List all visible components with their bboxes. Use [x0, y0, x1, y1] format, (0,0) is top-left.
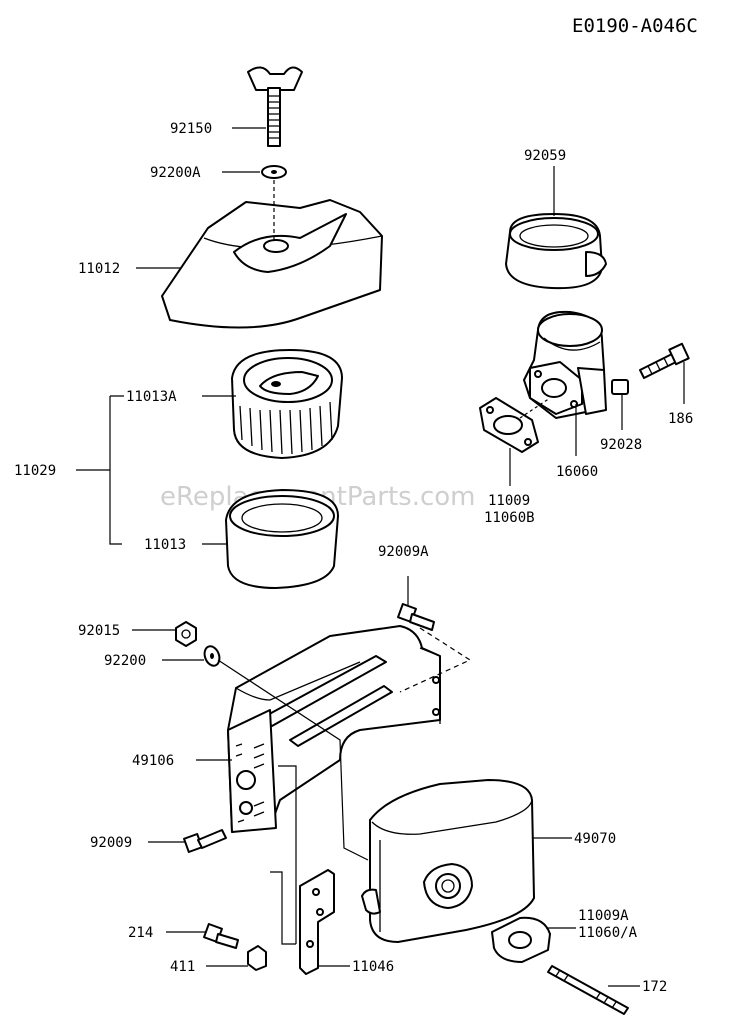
- bolt-214: [203, 923, 239, 949]
- label-11013a: 11013A: [126, 389, 177, 405]
- label-172: 172: [642, 979, 667, 995]
- label-92150: 92150: [170, 121, 212, 137]
- pre-cleaner: [225, 489, 339, 589]
- gasket-elbow: [479, 397, 539, 453]
- label-92028: 92028: [600, 437, 642, 453]
- collar-92028: [611, 379, 629, 395]
- label-92009a: 92009A: [378, 544, 429, 560]
- label-11060b: 11060B: [484, 510, 535, 526]
- label-11012: 11012: [78, 261, 120, 277]
- label-11060a: 11060/A: [578, 925, 638, 941]
- washer-92200a: [261, 165, 287, 179]
- label-92015: 92015: [78, 623, 120, 639]
- muffler: [361, 779, 535, 943]
- nut-92015: [175, 621, 197, 647]
- label-92059: 92059: [524, 148, 566, 164]
- bolt-186: [639, 342, 690, 379]
- gasket-muffler: [491, 916, 551, 963]
- label-92200a: 92200A: [150, 165, 201, 181]
- clamp-ring: [505, 213, 607, 290]
- stud-172: [547, 965, 629, 1015]
- label-92200: 92200: [104, 653, 146, 669]
- bolt-92009: [183, 829, 227, 853]
- label-186: 186: [668, 411, 693, 427]
- nut-411: [247, 945, 267, 971]
- label-16060: 16060: [556, 464, 598, 480]
- label-11046: 11046: [352, 959, 394, 975]
- wing-bolt: [247, 66, 303, 147]
- label-49070: 49070: [574, 831, 616, 847]
- bolt-92009a: [397, 603, 435, 631]
- label-411: 411: [170, 959, 195, 975]
- label-11013: 11013: [144, 537, 186, 553]
- label-11029: 11029: [14, 463, 56, 479]
- diagram-id: E0190-A046C: [572, 15, 698, 37]
- filter-element: [231, 349, 343, 459]
- label-92009: 92009: [90, 835, 132, 851]
- label-11009a: 11009A: [578, 908, 629, 924]
- bracket-11046: [299, 869, 335, 975]
- label-11009: 11009: [488, 493, 530, 509]
- air-cleaner-cover: [161, 180, 383, 329]
- label-49106: 49106: [132, 753, 174, 769]
- washer-92200: [203, 645, 221, 667]
- air-elbow: [523, 310, 607, 419]
- label-214: 214: [128, 925, 153, 941]
